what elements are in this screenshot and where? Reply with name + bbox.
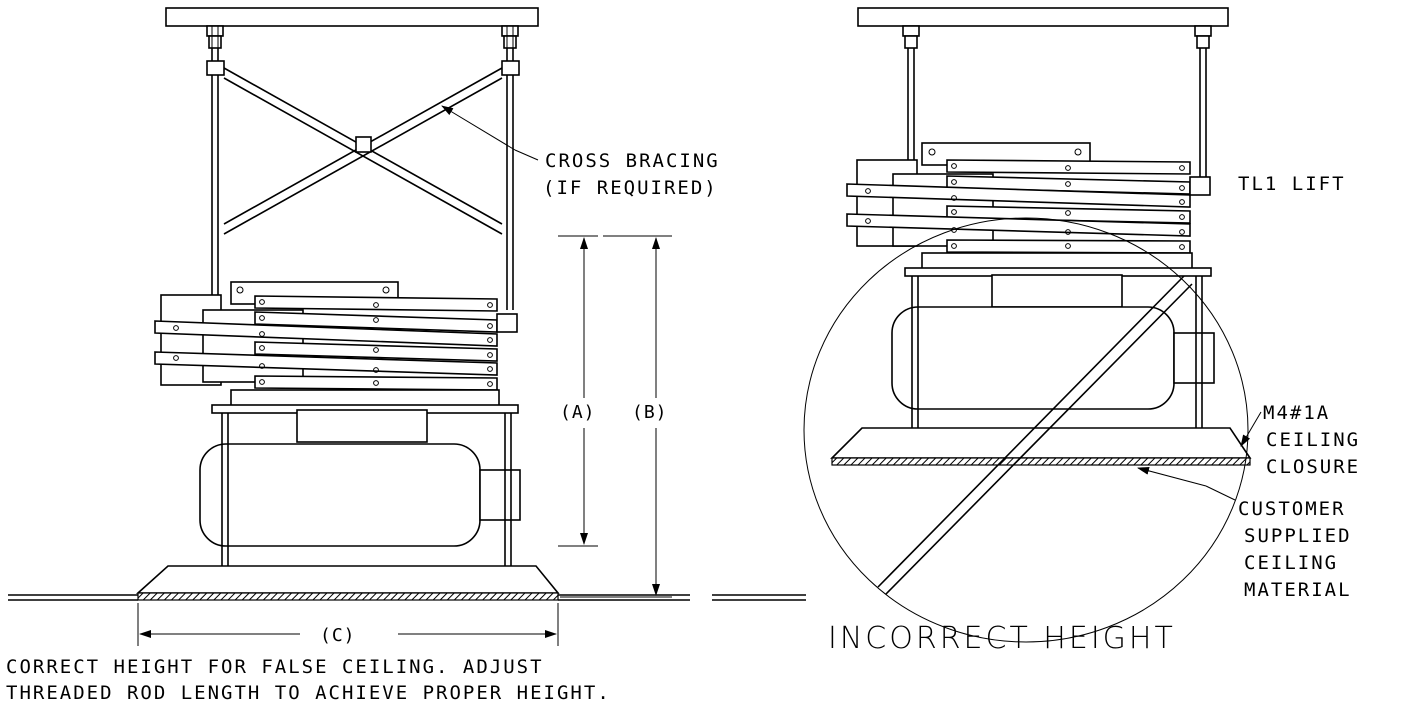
closure-label-2: CEILING [1266, 429, 1360, 451]
scissor-lift-mechanism-right [846, 142, 1211, 270]
prohibition-sign [803, 217, 1249, 643]
material-label-4: MATERIAL [1244, 579, 1352, 601]
incorrect-height-caption: INCORRECT HEIGHT [828, 621, 1176, 656]
ceiling-mount-plate-right [857, 7, 1229, 27]
threaded-rods-right [907, 48, 1207, 190]
hex-nut-left-right-view [902, 25, 920, 49]
cross-bracing-note: (IF REQUIRED) [543, 177, 718, 199]
hex-nut-right-right-view [1194, 25, 1212, 49]
closure-label-3: CLOSURE [1266, 456, 1360, 478]
dimension-a [558, 235, 598, 547]
material-leader [1137, 466, 1236, 501]
dimension-a-label: (A) [560, 402, 596, 423]
ceiling-closure-right [830, 427, 1252, 466]
material-label-2: SUPPLIED [1244, 525, 1352, 547]
material-label: CUSTOMER [1238, 498, 1346, 520]
dimension-c [137, 603, 559, 646]
ceiling-closure [135, 565, 560, 601]
scissor-lift-mechanism [154, 281, 518, 407]
closure-leader [1240, 411, 1262, 447]
projector-body [199, 404, 521, 568]
closure-label: M4#1A [1263, 402, 1330, 424]
hex-nut-left [206, 25, 224, 49]
incorrect-height-view: TL1 LIFT M4#1A CEILING CLOSURE CUSTOMER … [712, 7, 1360, 656]
correct-height-caption: CORRECT HEIGHT FOR FALSE CEILING. ADJUST [6, 656, 544, 678]
rod-clamp-right [501, 60, 520, 76]
dimension-b-label: (B) [632, 402, 668, 423]
false-ceiling [8, 594, 690, 601]
cross-bracing-label: CROSS BRACING [545, 150, 720, 172]
correct-height-view: CROSS BRACING (IF REQUIRED) [6, 7, 720, 704]
projector-body-right [891, 267, 1215, 428]
cross-bracing [223, 67, 503, 235]
cross-bracing-leader [441, 105, 539, 161]
threaded-rods [211, 48, 514, 310]
correct-height-caption-2: THREADED ROD LENGTH TO ACHIEVE PROPER HE… [6, 682, 611, 704]
dimension-c-label: (C) [320, 625, 356, 646]
false-ceiling-right [712, 594, 806, 601]
material-label-3: CEILING [1244, 552, 1338, 574]
dimension-b [560, 235, 672, 598]
hex-nut-right [501, 25, 519, 49]
ceiling-mount-plate [165, 7, 539, 27]
rod-clamp-left [206, 60, 225, 76]
tl1-lift-label: TL1 LIFT [1238, 173, 1346, 195]
